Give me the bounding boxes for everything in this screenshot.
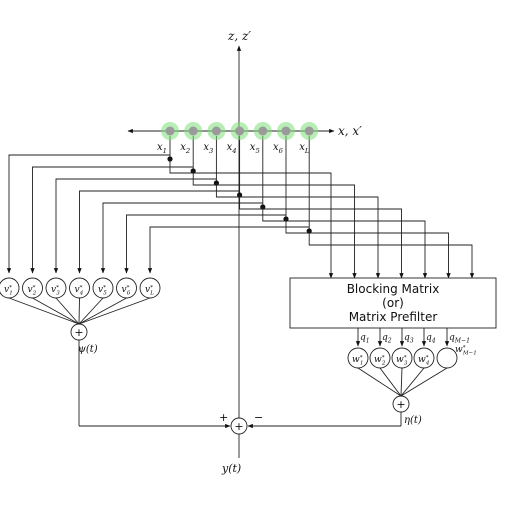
adaptive-weight-label-5: w*M−1 <box>455 345 477 357</box>
wire-to-fixed-weight <box>6 154 170 274</box>
adaptive-weight-5 <box>436 347 458 369</box>
wire-to-fixed-weight <box>77 190 240 274</box>
q-label-1: q1 <box>360 333 370 345</box>
output-label: y(t) <box>221 462 241 475</box>
adaptive-weight-label-2: w*2 <box>374 355 386 367</box>
microphone-5 <box>258 126 268 136</box>
microphone-6 <box>281 126 291 136</box>
blocking-matrix-box <box>289 277 497 329</box>
mic-label-2: x2 <box>180 142 190 155</box>
fixed-weight-label-6: v*6 <box>122 285 131 297</box>
z-axis-label: z, z′ <box>227 29 251 43</box>
microphone-7 <box>304 126 314 136</box>
sum-node-left-symbol: + <box>74 326 83 339</box>
psi-label: ψ(t) <box>78 344 98 355</box>
microphone-3 <box>211 126 221 136</box>
fixed-weight-label-3: v*3 <box>51 285 60 297</box>
mic-label-6: x6 <box>273 142 284 155</box>
signal-wires <box>6 136 475 279</box>
wire-to-fixed-weight <box>30 166 194 274</box>
fixed-weight-label-5: v*5 <box>98 285 107 297</box>
mic-label-5: x5 <box>250 142 260 155</box>
combiner-plus: + <box>219 411 228 424</box>
wire-to-fixed-weight <box>124 214 286 274</box>
blocking-matrix-line1: Blocking Matrix <box>347 282 440 296</box>
q-label-2: q2 <box>382 333 392 345</box>
sum-node-right-symbol: + <box>396 398 405 411</box>
microphone-4 <box>235 126 245 136</box>
adaptive-weight-label-3: w*3 <box>396 355 408 367</box>
fixed-beamformer: v*1 v*2 v*3 v*4 v*5 v*6 v*L <box>0 277 161 325</box>
wire-to-fixed-weight <box>147 226 310 274</box>
adaptive-weight-label-1: w*1 <box>352 355 363 367</box>
blocking-matrix-line3: Matrix Prefilter <box>349 310 438 324</box>
mic-label-4: x4 <box>227 142 237 155</box>
q-label-4: q4 <box>426 333 436 345</box>
q-label-3: q3 <box>404 333 414 345</box>
wire-to-blocking-matrix <box>169 159 334 279</box>
blocking-matrix-line2: (or) <box>382 296 404 310</box>
microphone-array: x1 x2 x3 x4 x5 x6 xL <box>157 122 319 155</box>
x-axis-label: x, x′ <box>338 124 362 138</box>
wire-to-blocking-matrix <box>285 219 451 279</box>
wire-to-blocking-matrix <box>239 195 404 279</box>
eta-label: η(t) <box>404 415 422 426</box>
adaptive-weight-label-4: w*4 <box>418 355 430 367</box>
wire-to-blocking-matrix <box>308 231 475 279</box>
combiner-node <box>230 417 248 435</box>
fixed-weight-label-4: v*4 <box>75 285 84 297</box>
microphone-1 <box>165 126 175 136</box>
wire-to-blocking-matrix <box>192 171 357 279</box>
wire-to-blocking-matrix <box>215 183 381 279</box>
wire-to-blocking-matrix <box>262 207 428 279</box>
combiner-node-symbol: + <box>234 420 243 433</box>
wire-to-fixed-weight <box>100 202 263 274</box>
mic-label-3: x3 <box>203 142 213 155</box>
microphone-2 <box>188 126 198 136</box>
q-label-5: qM−1 <box>449 333 470 345</box>
adaptive-branch: q1 q2 q3 q4 qM−1 w*1 w*2 w*3 w*4 w*M−1 <box>347 328 477 397</box>
wire-to-fixed-weight <box>53 178 217 274</box>
mic-label-7: xL <box>299 142 310 155</box>
fixed-weight-label-1: v*1 <box>4 285 13 297</box>
fixed-weight-label-7: v*L <box>145 285 154 297</box>
combiner-minus: − <box>254 411 263 424</box>
fixed-weight-label-2: v*2 <box>28 285 37 297</box>
mic-label-1: x1 <box>157 142 167 155</box>
